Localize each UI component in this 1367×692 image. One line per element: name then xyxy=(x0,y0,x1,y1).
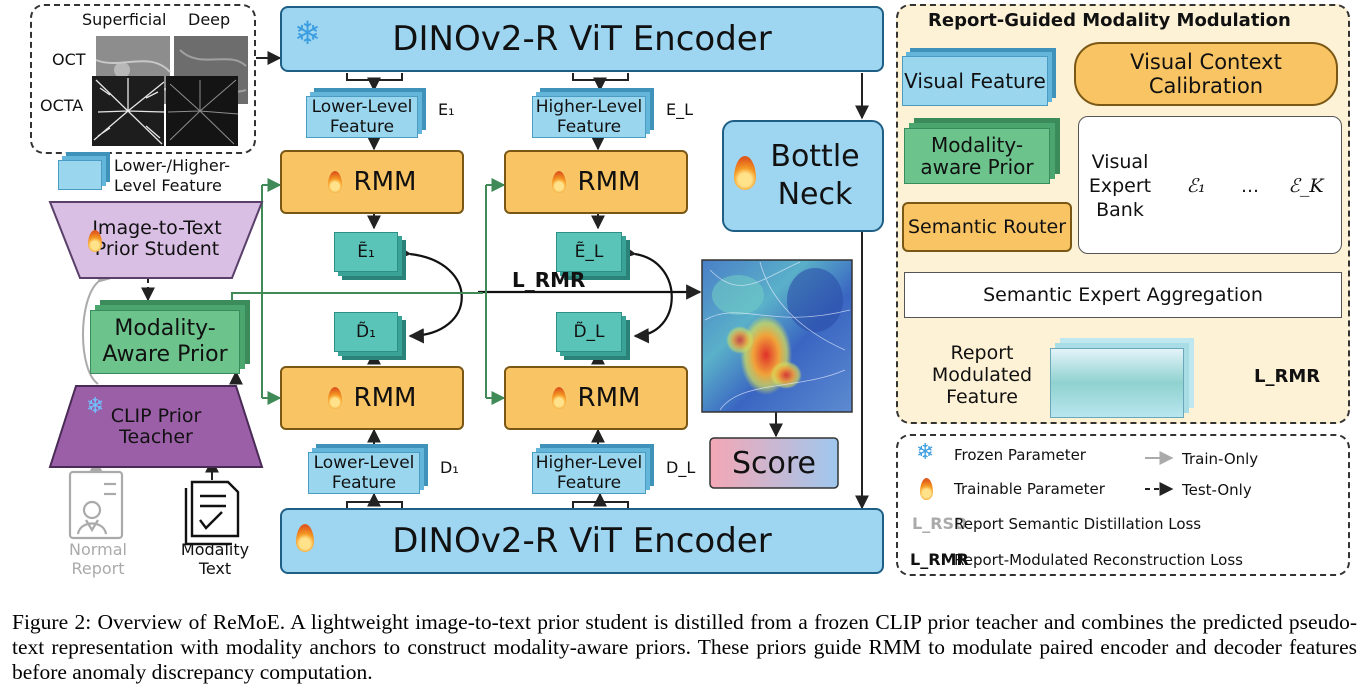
flame-icon xyxy=(551,387,566,409)
el-tilde-stack: Ẽ_L xyxy=(556,232,622,272)
expert-k-label: ℰ_K xyxy=(1288,175,1324,197)
rmm-d1: RMM xyxy=(280,366,464,430)
rmm-label: RMM xyxy=(577,383,641,413)
dl-label: D_L xyxy=(666,458,696,477)
legend-frozen: Frozen Parameter xyxy=(954,446,1086,464)
top-encoder: ❄ DINOv2-R ViT Encoder xyxy=(280,6,884,72)
legend-test-only: Test-Only xyxy=(1182,481,1252,499)
snowflake-icon: ❄ xyxy=(916,440,935,465)
teacher-trapezoid xyxy=(48,385,264,468)
normal-report-label: Normal Report xyxy=(69,540,127,578)
report-modulated-feature-label: Report Modulated Feature xyxy=(931,342,1033,408)
modality-aware-prior-left: Modality-Aware Prior xyxy=(90,310,240,374)
visual-feature-block: Visual Feature xyxy=(902,56,1048,106)
lower-level-feature-bottom: Lower-Level Feature xyxy=(308,452,420,494)
input-images-panel xyxy=(30,4,256,154)
visual-context-calibration: Visual Context Calibration xyxy=(1074,42,1338,106)
teacher-label: ❄ CLIP Prior Teacher xyxy=(86,394,202,448)
oct-images xyxy=(92,36,248,146)
legend-rsd: Report Semantic Distillation Loss xyxy=(954,515,1202,533)
flame-icon xyxy=(551,171,566,193)
flame-icon xyxy=(88,230,102,252)
legend-rsd-symbol: L_RSD xyxy=(912,514,968,533)
modality-text-label: Modality Text xyxy=(180,540,250,578)
visual-expert-bank xyxy=(1078,116,1342,254)
flame-icon xyxy=(734,156,756,190)
oct-label: OCT xyxy=(52,50,86,69)
legend-train-only: Train-Only xyxy=(1182,450,1259,468)
legend-rmr-symbol: L_RMR xyxy=(910,550,969,569)
report-modulated-feature-block xyxy=(1050,348,1184,418)
expert-dots-label: … xyxy=(1241,175,1259,197)
legend-trainable: Trainable Parameter xyxy=(954,480,1105,498)
figure-caption: Figure 2: Overview of ReMoE. A lightweig… xyxy=(12,610,1357,684)
bottom-encoder: DINOv2-R ViT Encoder xyxy=(280,508,884,574)
snowflake-icon: ❄ xyxy=(86,394,105,419)
lower-level-feature-top: Lower-Level Feature xyxy=(306,96,418,138)
expert-1-label: ℰ₁ xyxy=(1186,175,1206,197)
flame-icon xyxy=(920,478,933,500)
higher-level-feature-bottom: Higher-Level Feature xyxy=(532,452,646,494)
rmm-el: RMM xyxy=(504,150,688,214)
el-label: E_L xyxy=(666,100,694,119)
flame-icon xyxy=(327,171,342,193)
dl-tilde-stack: D̃_L xyxy=(556,312,622,352)
student-trapezoid xyxy=(48,201,264,279)
rmm-label: RMM xyxy=(353,383,417,413)
bottleneck-label: Bottle Neck xyxy=(770,139,860,212)
d1-tilde-stack: D̃₁ xyxy=(334,312,398,352)
semantic-router: Semantic Router xyxy=(902,202,1072,252)
rmm-dl: RMM xyxy=(504,366,688,430)
superficial-label: Superficial xyxy=(82,10,167,29)
modality-aware-prior-panel: Modality-aware Prior xyxy=(904,128,1050,184)
feature-cube-icon xyxy=(58,160,102,190)
semantic-expert-aggregation: Semantic Expert Aggregation xyxy=(904,272,1342,318)
score-box: Score xyxy=(731,445,817,481)
student-label: Image-to-Text Prior Student xyxy=(70,204,244,274)
panel-rmr-loss-label: L_RMR xyxy=(1254,366,1321,387)
top-encoder-label: DINOv2-R ViT Encoder xyxy=(392,19,772,59)
flame-icon xyxy=(296,524,314,552)
e1-tilde-stack: Ẽ₁ xyxy=(334,232,398,272)
octa-label: OCTA xyxy=(40,96,84,115)
rmm-label: RMM xyxy=(577,167,641,197)
anomaly-heatmap xyxy=(701,259,853,413)
expert-bank-label: Visual Expert Bank xyxy=(1088,151,1152,221)
d1-label: D₁ xyxy=(440,458,459,477)
rmm-label: RMM xyxy=(353,167,417,197)
rmr-loss-label: L_RMR xyxy=(512,268,586,292)
rgmm-title: Report-Guided Modality Modulation xyxy=(928,10,1291,31)
normal-report-icon xyxy=(68,470,124,540)
legend-rmr: Report-Modulated Reconstruction Loss xyxy=(954,551,1243,569)
modality-text-icon xyxy=(184,480,240,546)
deep-label: Deep xyxy=(188,10,231,29)
feature-cube-label: Lower-/Higher-Level Feature xyxy=(114,156,231,195)
flame-icon xyxy=(327,387,342,409)
higher-level-feature-top: Higher-Level Feature xyxy=(532,96,646,138)
e1-label: E₁ xyxy=(438,100,455,119)
legend-panel xyxy=(896,434,1350,576)
rmm-e1: RMM xyxy=(280,150,464,214)
bottom-encoder-label: DINOv2-R ViT Encoder xyxy=(392,521,772,561)
bottleneck: Bottle Neck xyxy=(722,120,884,232)
snowflake-icon: ❄ xyxy=(294,14,321,52)
